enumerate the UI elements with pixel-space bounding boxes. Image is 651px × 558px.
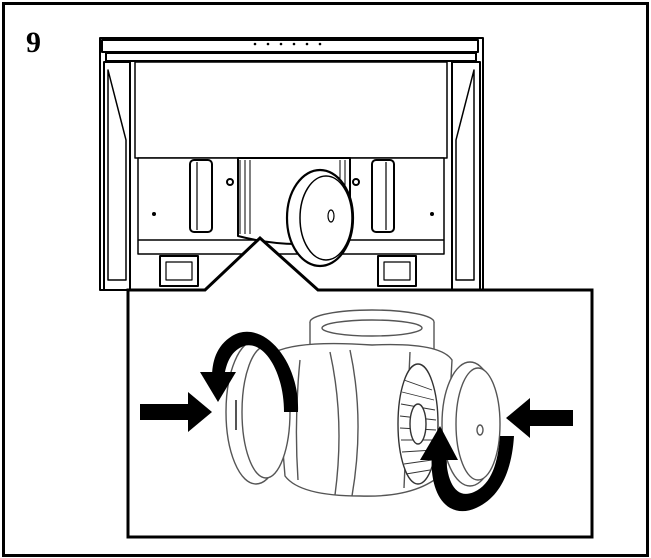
rotate-arrow-left-icon	[200, 331, 299, 412]
push-arrow-left-icon	[506, 398, 573, 438]
range-hood-unit-icon	[99, 37, 484, 291]
blower-motor-icon	[225, 309, 501, 497]
rotate-arrow-right-icon	[420, 426, 514, 512]
push-arrow-right-icon	[140, 392, 212, 432]
step-number: 9	[26, 26, 41, 59]
